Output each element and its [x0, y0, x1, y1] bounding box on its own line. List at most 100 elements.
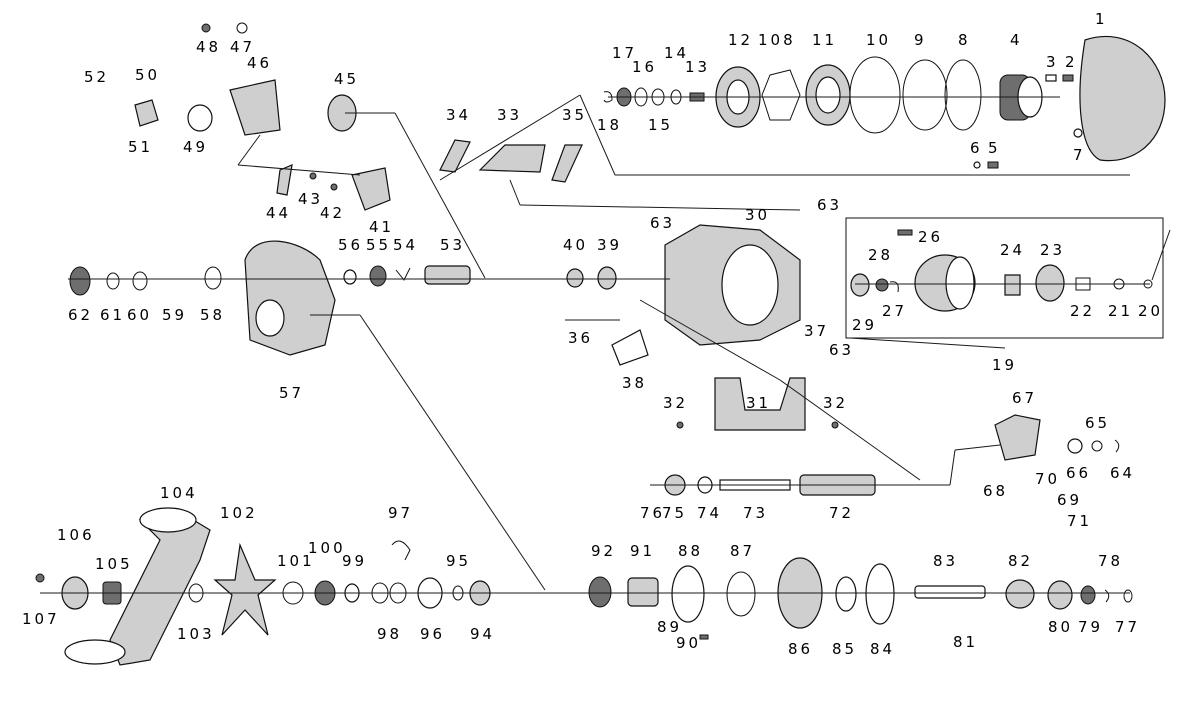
label-39: 39	[597, 236, 622, 254]
part-30-frame-opening	[721, 244, 779, 326]
label-66: 66	[1066, 464, 1091, 482]
part-97-spring	[391, 540, 411, 561]
label-70: 70	[1035, 470, 1060, 488]
label-105: 105	[95, 555, 133, 573]
label-88: 88	[678, 542, 703, 560]
part-58-ring	[204, 266, 222, 290]
label-77: 77	[1115, 618, 1140, 636]
label-91: 91	[630, 542, 655, 560]
label-96: 96	[420, 625, 445, 643]
label-34: 34	[446, 106, 471, 124]
part-41-bracket	[351, 167, 391, 211]
part-49-ring	[187, 104, 213, 132]
label-33: 33	[497, 106, 522, 124]
label-32-left: 32	[663, 394, 688, 412]
part-47-washer	[236, 22, 248, 34]
label-60: 60	[127, 306, 152, 324]
label-68: 68	[983, 482, 1008, 500]
label-50: 50	[135, 66, 160, 84]
label-26: 26	[918, 228, 943, 246]
label-28: 28	[868, 246, 893, 264]
part-66-bushing	[1067, 438, 1083, 454]
label-53: 53	[440, 236, 465, 254]
label-90: 90	[676, 634, 701, 652]
part-3-screw	[1045, 74, 1057, 82]
part-40-bushing	[566, 268, 584, 288]
label-86: 86	[788, 640, 813, 658]
label-95: 95	[446, 552, 471, 570]
label-44: 44	[266, 204, 291, 222]
label-104: 104	[160, 484, 198, 502]
label-21: 21	[1108, 302, 1133, 320]
label-42: 42	[320, 204, 345, 222]
part-32-screw-right	[831, 421, 839, 429]
label-47: 47	[230, 38, 255, 56]
part-8-ring-plate	[944, 59, 982, 131]
part-91-sleeve	[627, 577, 659, 607]
label-45: 45	[334, 70, 359, 88]
label-87: 87	[730, 542, 755, 560]
part-10-oring	[849, 56, 901, 134]
label-82: 82	[1008, 552, 1033, 570]
part-1-side-cover	[1079, 35, 1166, 162]
label-30: 30	[745, 206, 770, 224]
part-38-plate	[611, 329, 649, 366]
label-27: 27	[882, 302, 907, 320]
label-75: 75	[662, 504, 687, 522]
part-57-side-plate	[244, 240, 336, 356]
part-18-clip	[603, 91, 613, 103]
label-40: 40	[563, 236, 588, 254]
part-48-screw	[201, 23, 211, 33]
label-37: 37	[804, 322, 829, 340]
label-73: 73	[743, 504, 768, 522]
label-108: 108	[758, 31, 796, 49]
label-98: 98	[377, 625, 402, 643]
label-7: 7	[1073, 146, 1086, 164]
part-43-screw	[309, 172, 317, 180]
label-17: 17	[612, 44, 637, 62]
part-85-washer	[835, 576, 857, 612]
part-54-clip	[395, 267, 411, 281]
part-5-pin	[987, 161, 999, 169]
label-65: 65	[1085, 414, 1110, 432]
label-85: 85	[832, 640, 857, 658]
label-92: 92	[591, 542, 616, 560]
label-107: 107	[22, 610, 60, 628]
label-13: 13	[685, 58, 710, 76]
part-56-bushing	[343, 269, 357, 285]
label-38: 38	[622, 374, 647, 392]
label-51: 51	[128, 138, 153, 156]
part-7-ring	[1073, 128, 1083, 138]
label-23: 23	[1040, 241, 1065, 259]
label-84: 84	[870, 640, 895, 658]
label-61: 61	[100, 306, 125, 324]
label-62: 62	[68, 306, 93, 324]
part-labels: 1 2 3 4 5 6 7 8 9 10 11 12 13 14 15 16 1…	[22, 10, 1163, 658]
label-6: 6	[970, 139, 983, 157]
part-107-screw	[35, 573, 45, 583]
label-58: 58	[200, 306, 225, 324]
part-33-cover	[478, 144, 546, 173]
label-97: 97	[388, 504, 413, 522]
label-106: 106	[57, 526, 95, 544]
label-3: 3	[1046, 53, 1059, 71]
part-35-cover	[551, 144, 583, 183]
part-2-screw	[1062, 74, 1074, 82]
label-56: 56	[338, 236, 363, 254]
label-54: 54	[393, 236, 418, 254]
label-102: 102	[220, 504, 258, 522]
label-63-right: 63	[817, 196, 842, 214]
part-82-gear	[1005, 579, 1035, 609]
part-32-screw-left	[676, 421, 684, 429]
part-92-bearing	[588, 576, 612, 608]
label-64: 64	[1110, 464, 1135, 482]
label-99: 99	[342, 552, 367, 570]
label-41: 41	[369, 218, 394, 236]
part-108-plate	[761, 69, 801, 121]
part-64-clip	[1114, 439, 1120, 453]
part-88-disc	[671, 565, 705, 623]
label-20: 20	[1138, 302, 1163, 320]
label-79: 79	[1078, 618, 1103, 636]
part-60-washer	[132, 271, 148, 291]
